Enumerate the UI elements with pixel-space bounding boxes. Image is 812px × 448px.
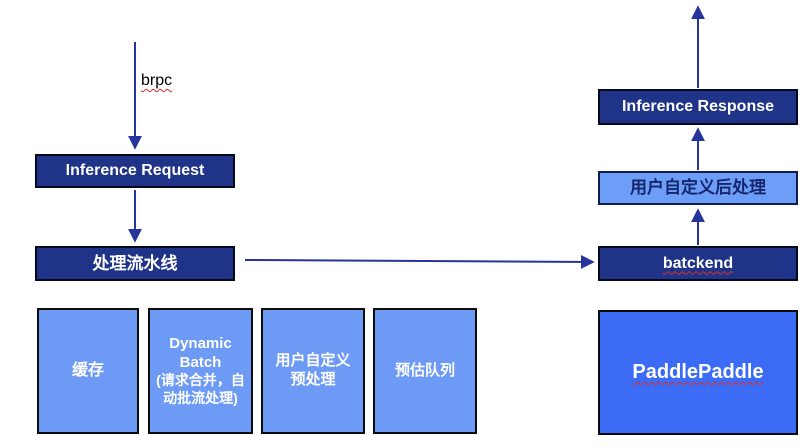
node-user-preprocess: 用户自定义预处理 bbox=[261, 308, 365, 434]
dynamic-batch-subtitle: (请求合并，自动批流处理) bbox=[156, 372, 245, 406]
brpc-label: brpc bbox=[141, 72, 173, 89]
node-dynamic-batch: Dynamic Batch (请求合并，自动批流处理) bbox=[148, 308, 253, 434]
backend-label: batckend bbox=[662, 254, 734, 272]
node-inference-request: Inference Request bbox=[35, 154, 235, 188]
predict-queue-label: 预估队列 bbox=[394, 361, 455, 379]
node-user-postprocess: 用户自定义后处理 bbox=[598, 171, 798, 205]
paddlepaddle-label: PaddlePaddle bbox=[632, 361, 764, 383]
node-backend: batckend bbox=[598, 246, 798, 281]
user-postprocess-label: 用户自定义后处理 bbox=[630, 178, 766, 198]
dynamic-batch-title: Dynamic Batch bbox=[169, 334, 232, 371]
inference-request-label: Inference Request bbox=[65, 162, 205, 179]
arrow-pipeline-to-backend bbox=[244, 254, 595, 269]
processing-pipeline-label: 处理流水线 bbox=[92, 253, 178, 273]
node-paddlepaddle: PaddlePaddle bbox=[598, 310, 798, 435]
node-cache: 缓存 bbox=[37, 308, 139, 434]
cache-label: 缓存 bbox=[71, 362, 104, 379]
user-preprocess-label: 用户自定义预处理 bbox=[275, 352, 351, 388]
node-inference-response: Inference Response bbox=[598, 89, 798, 125]
node-processing-pipeline: 处理流水线 bbox=[35, 246, 235, 281]
inference-response-label: Inference Response bbox=[621, 98, 775, 115]
node-predict-queue: 预估队列 bbox=[373, 308, 477, 434]
